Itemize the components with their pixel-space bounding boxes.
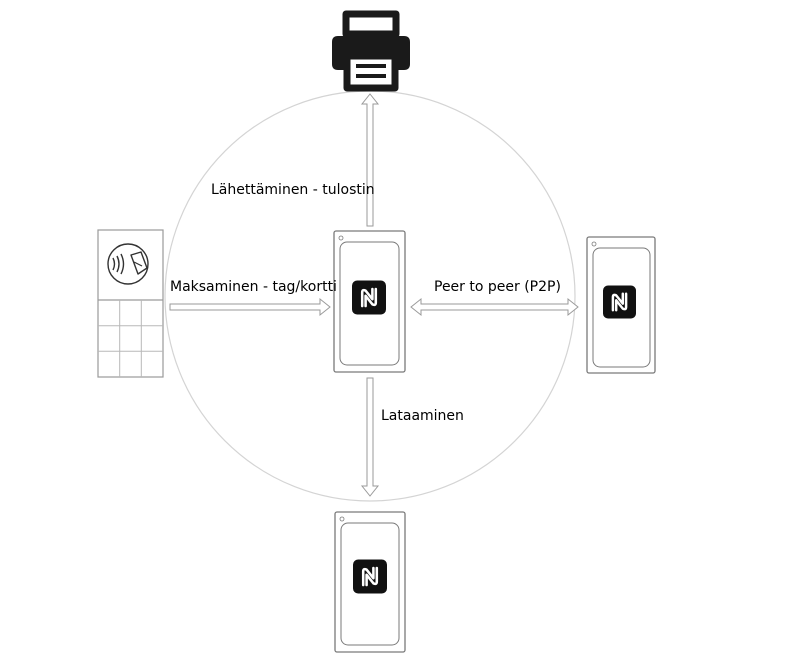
nfc-icon: [352, 279, 386, 316]
phone-peer: [586, 236, 656, 374]
arrow-to-charging-phone: [360, 377, 380, 497]
label-peer-to-peer: Peer to peer (P2P): [434, 279, 561, 295]
phone-center: [333, 230, 406, 373]
arrow-peer-to-peer: [410, 297, 579, 317]
printer-icon: [332, 10, 410, 92]
nfc-icon: [353, 558, 387, 595]
payment-terminal-icon: [97, 229, 164, 378]
arrow-to-printer: [360, 93, 380, 227]
label-printing: Lähettäminen - tulostin: [211, 182, 375, 198]
label-payment: Maksaminen - tag/kortti: [170, 279, 337, 295]
contactless-payment-icon: [107, 243, 149, 285]
phone-charging: [334, 511, 406, 653]
nfc-icon: [603, 284, 636, 320]
arrow-payment-to-phone: [169, 297, 331, 317]
label-charging: Lataaminen: [381, 408, 464, 424]
